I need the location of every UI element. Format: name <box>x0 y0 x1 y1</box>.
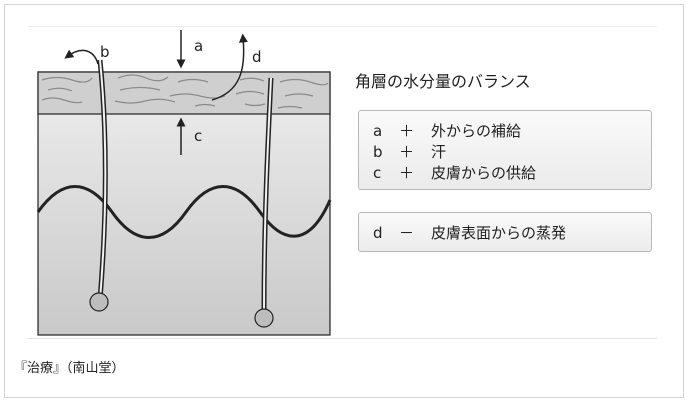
legend-row-a: a ＋ 外からの補給 <box>373 120 651 141</box>
legend-sign: ＋ <box>399 143 415 161</box>
legend-text: 汗 <box>431 143 447 161</box>
legend-letter: d <box>373 223 383 242</box>
label-c: c <box>194 127 202 145</box>
legend-row-b: b ＋ 汗 <box>373 141 651 162</box>
source-caption: 『治療』（南山堂） <box>14 361 125 376</box>
divider-bottom <box>28 338 657 339</box>
legend-text: 皮膚からの供給 <box>431 164 537 182</box>
skin-block <box>37 71 331 336</box>
sweat-gland-b <box>89 292 109 312</box>
legend-row-c: c ＋ 皮膚からの供給 <box>373 162 651 183</box>
legend-letter: c <box>373 163 382 182</box>
corneum-flakes <box>41 74 329 109</box>
legend-row-d: d － 皮膚表面からの蒸発 <box>373 222 651 243</box>
legend-sign: ＋ <box>399 164 415 182</box>
legend-text: 外からの補給 <box>431 122 522 140</box>
hair-bulb-d <box>254 308 274 328</box>
label-b: b <box>100 43 110 61</box>
legend-sign: ＋ <box>399 122 415 140</box>
loss-legend-box: d － 皮膚表面からの蒸発 <box>358 212 652 252</box>
arrow-b <box>64 49 99 65</box>
legend-sign: － <box>399 224 415 242</box>
legend-title: 角層の水分量のバランス <box>355 72 531 91</box>
dermis-boundary-wave <box>36 185 332 239</box>
gain-legend-box: a ＋ 外からの補給 b ＋ 汗 c ＋ 皮膚からの供給 <box>358 110 652 190</box>
stratum-corneum-layer <box>37 71 331 115</box>
legend-text: 皮膚表面からの蒸発 <box>431 224 567 242</box>
legend-letter: b <box>373 142 383 161</box>
arrow-d <box>211 33 248 101</box>
label-a: a <box>194 37 203 55</box>
legend-letter: a <box>373 121 383 140</box>
label-d: d <box>252 48 262 66</box>
divider-top <box>28 26 657 27</box>
